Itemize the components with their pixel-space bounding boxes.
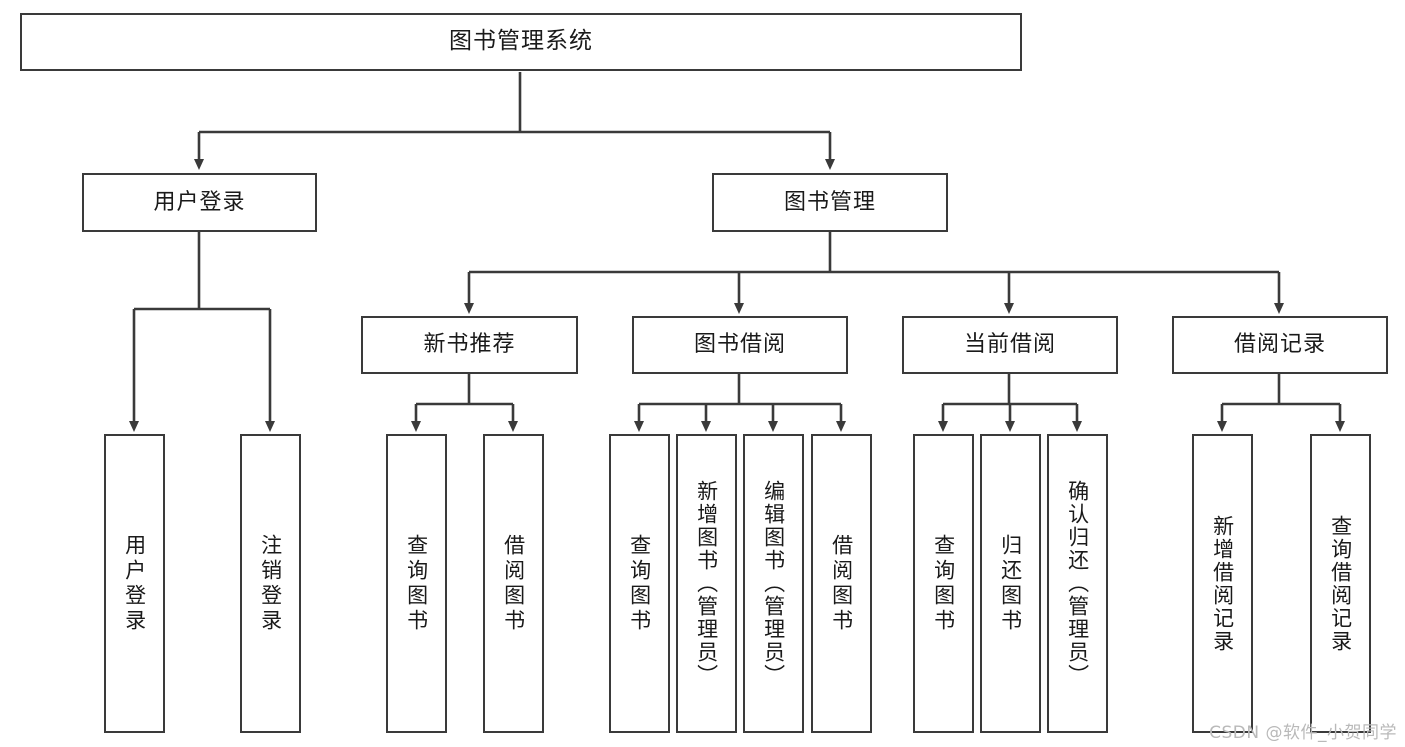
csdn-watermark: CSDN @软件_小贺同学 xyxy=(1209,723,1397,743)
leaf-nb-query-book[interactable]: 查询图书 xyxy=(386,434,447,733)
node-label: 新书推荐 xyxy=(423,332,516,358)
leaf-bb-edit-book-admin[interactable]: 编辑图书（管理员） xyxy=(743,434,804,733)
leaf-bb-query-book[interactable]: 查询图书 xyxy=(609,434,670,733)
node-book-borrowing[interactable]: 图书借阅 xyxy=(632,316,848,374)
node-label: 编辑图书（管理员） xyxy=(761,480,786,687)
leaf-cb-return-book[interactable]: 归还图书 xyxy=(980,434,1041,733)
node-book-management[interactable]: 图书管理 xyxy=(712,173,948,232)
leaf-cb-query-book[interactable]: 查询图书 xyxy=(913,434,974,733)
node-label: 新增图书（管理员） xyxy=(694,480,719,687)
leaf-br-add-record[interactable]: 新增借阅记录 xyxy=(1192,434,1253,733)
node-label: 图书管理系统 xyxy=(449,28,593,55)
leaf-nb-borrow-book[interactable]: 借阅图书 xyxy=(483,434,544,733)
node-label: 新增借阅记录 xyxy=(1210,514,1235,653)
node-label: 归还图书 xyxy=(998,533,1023,634)
node-label: 用户登录 xyxy=(153,189,246,215)
node-label: 借阅图书 xyxy=(501,533,526,634)
leaf-cb-confirm-return-admin[interactable]: 确认归还（管理员） xyxy=(1047,434,1108,733)
node-label: 图书管理 xyxy=(783,189,876,215)
node-current-borrowing[interactable]: 当前借阅 xyxy=(902,316,1118,374)
node-label: 确认归还（管理员） xyxy=(1065,480,1090,687)
node-user-login[interactable]: 用户登录 xyxy=(82,173,317,232)
leaf-logout[interactable]: 注销登录 xyxy=(240,434,301,733)
node-label: 注销登录 xyxy=(258,533,283,634)
leaf-user-login[interactable]: 用户登录 xyxy=(104,434,165,733)
node-label: 借阅图书 xyxy=(829,533,854,634)
node-label: 查询图书 xyxy=(931,533,956,634)
node-label: 图书借阅 xyxy=(693,332,786,358)
leaf-bb-add-book-admin[interactable]: 新增图书（管理员） xyxy=(676,434,737,733)
node-label: 查询图书 xyxy=(404,533,429,634)
node-label: 用户登录 xyxy=(122,533,147,634)
node-new-book-recommendation[interactable]: 新书推荐 xyxy=(361,316,578,374)
leaf-br-query-record[interactable]: 查询借阅记录 xyxy=(1310,434,1371,733)
node-label: 查询借阅记录 xyxy=(1328,514,1353,653)
node-label: 借阅记录 xyxy=(1233,332,1326,358)
node-label: 查询图书 xyxy=(627,533,652,634)
node-borrowing-record[interactable]: 借阅记录 xyxy=(1172,316,1388,374)
leaf-bb-borrow-book[interactable]: 借阅图书 xyxy=(811,434,872,733)
node-label: 当前借阅 xyxy=(963,332,1056,358)
node-root-book-management-system[interactable]: 图书管理系统 xyxy=(20,13,1022,71)
